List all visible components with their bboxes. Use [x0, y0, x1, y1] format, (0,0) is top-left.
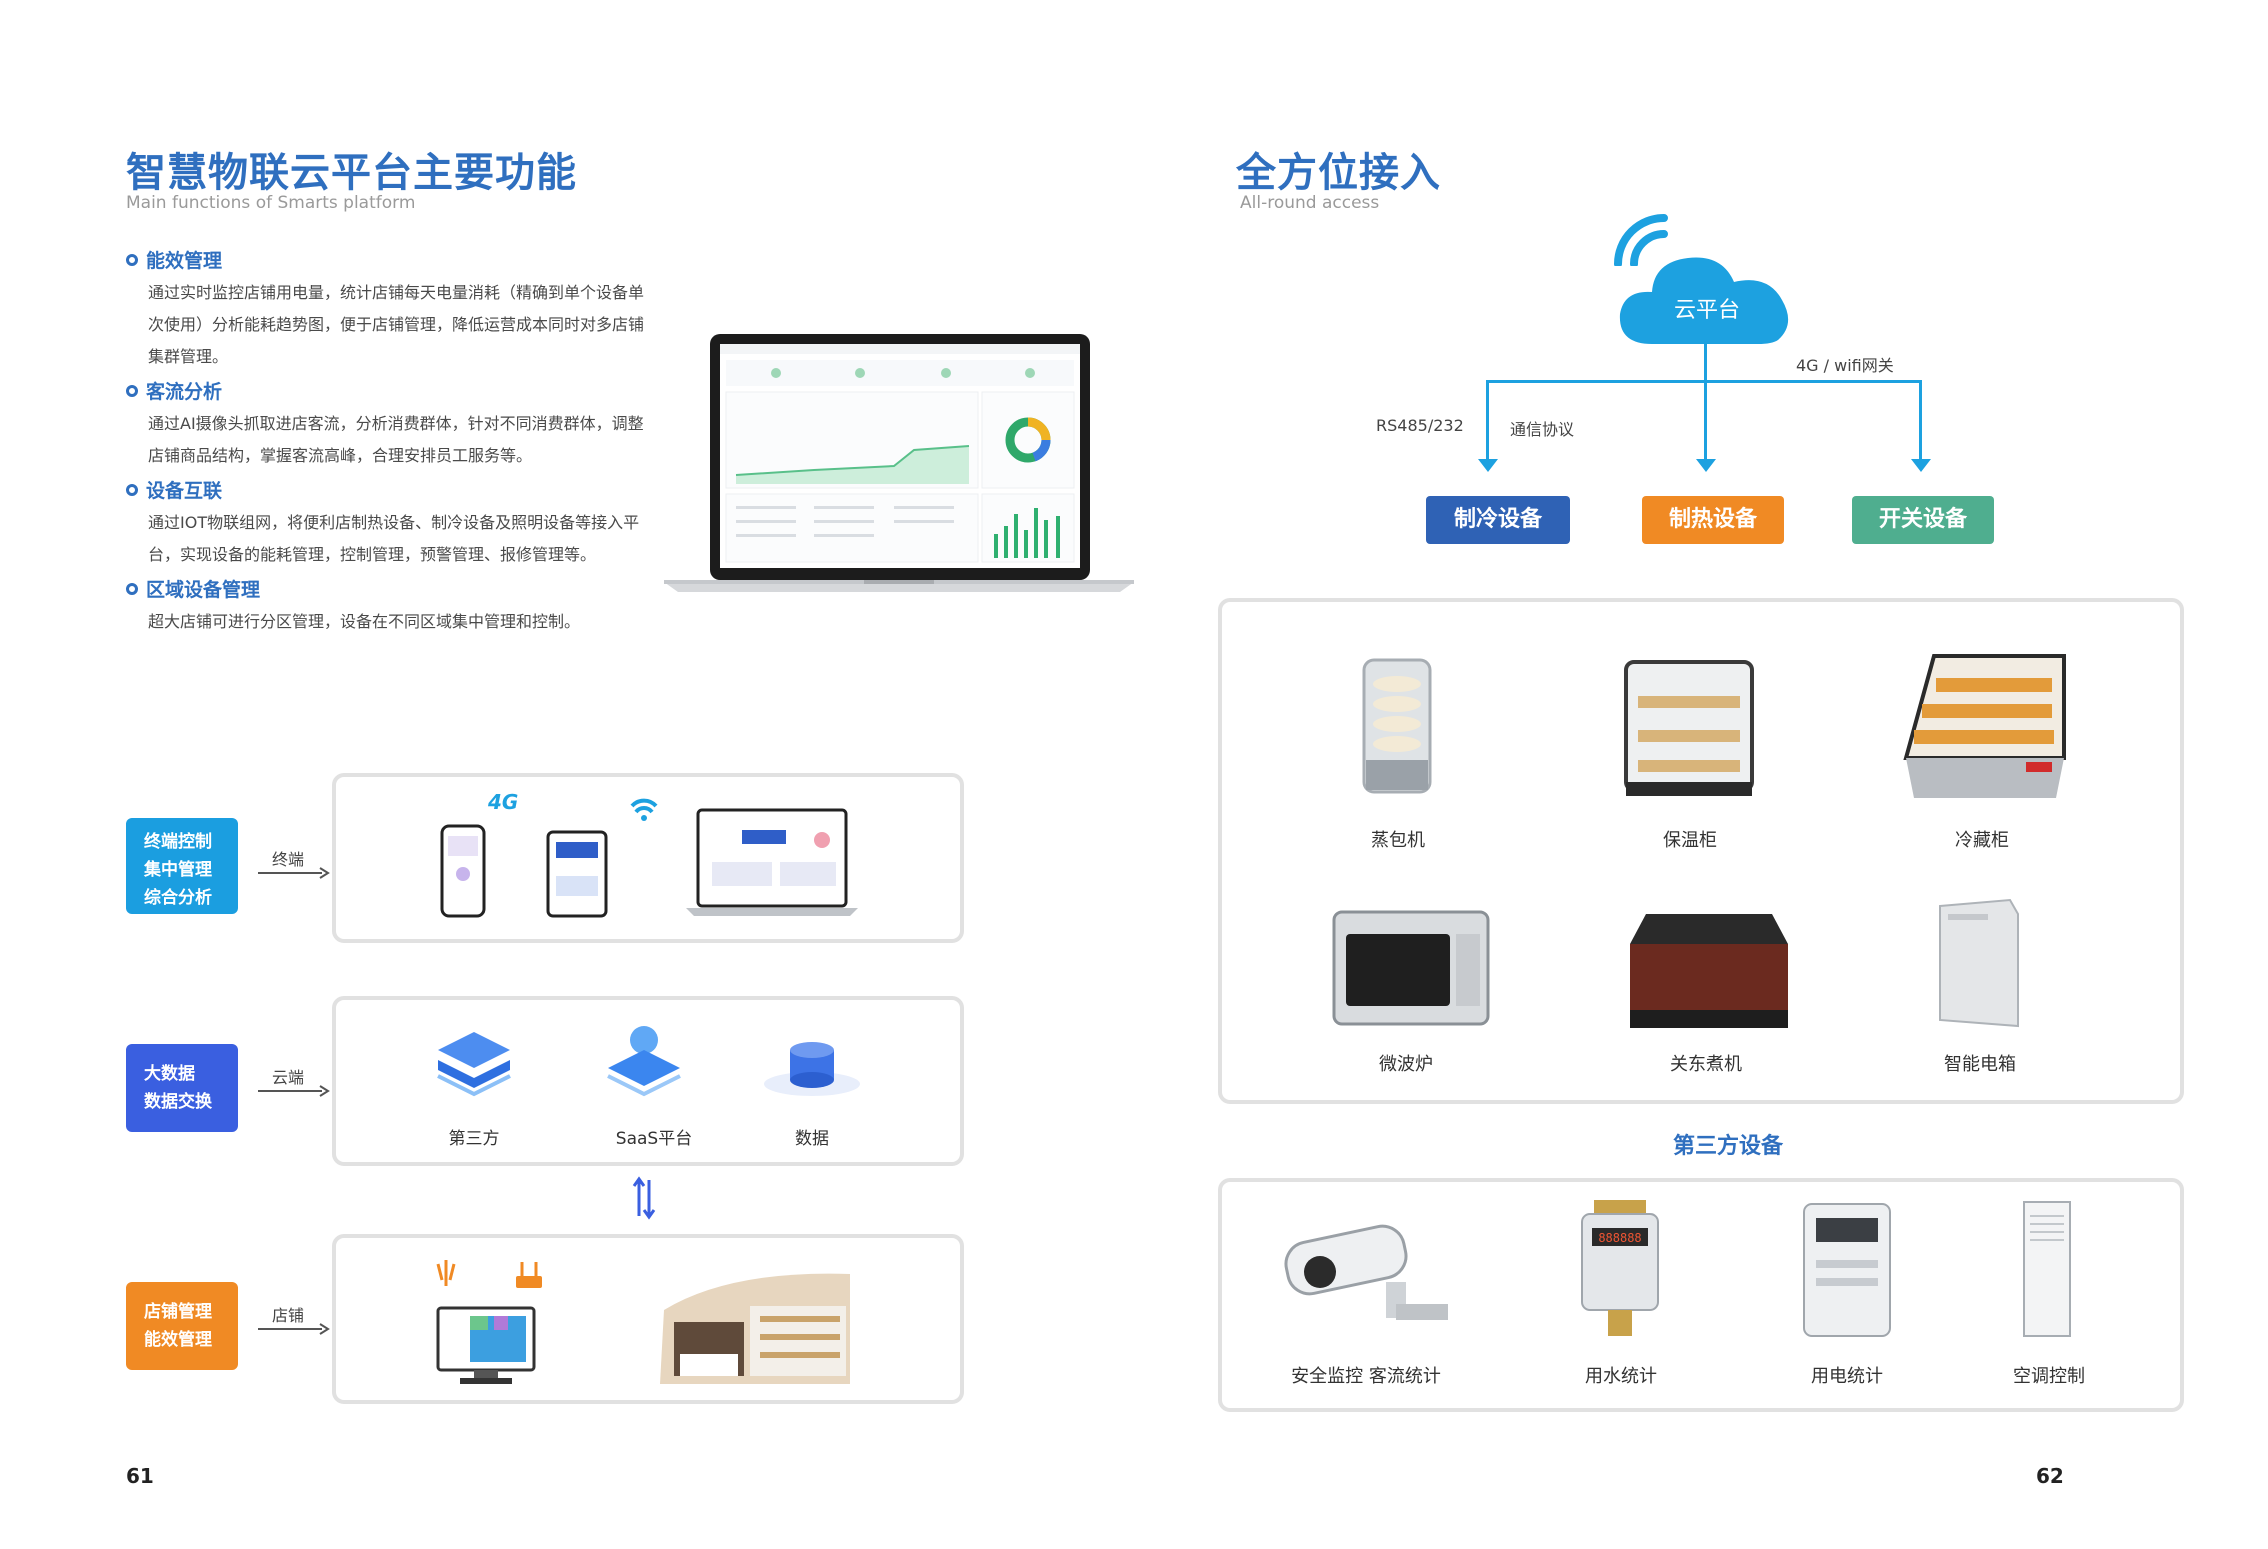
gateway-label: 4G / wifi网关 [1796, 356, 1894, 375]
feature-text: 通过IOT物联组网，将便利店制热设备、制冷设备及照明设备等接入平台，实现设备的能… [148, 513, 640, 564]
device-label: 微波炉 [1379, 1054, 1433, 1075]
cloud-platform-label: 云平台 [1673, 298, 1740, 323]
feature-energy: 能效管理 通过实时监控店铺用电量，统计店铺每天电量消耗（精确到单个设备单次使用）… [126, 246, 648, 373]
page-number-left: 61 [126, 1464, 154, 1488]
warmer-cabinet-image [1624, 660, 1754, 796]
device-label: 保温柜 [1663, 830, 1717, 851]
feature-text: 通过AI摄像头抓取进店客流，分析消费群体，针对不同消费群体，调整店铺商品结构，掌… [148, 414, 644, 465]
bullet-icon [126, 483, 138, 496]
smart-electric-box-image [1939, 898, 2019, 1028]
arrow-label-cloud: 云端 [272, 1068, 305, 1087]
microwave-image [1332, 910, 1490, 1026]
terminal-devices-image [440, 798, 858, 918]
display-fridge-image [1903, 654, 2066, 798]
feature-title: 设备互联 [146, 480, 223, 502]
feature-title: 能效管理 [146, 250, 223, 272]
device-label: 冷藏柜 [1955, 830, 2009, 851]
arrow-down-icon [1478, 459, 1498, 472]
security-camera-image [1284, 1224, 1448, 1320]
arrow-right-icon [258, 1085, 330, 1097]
svg-text:888888: 888888 [1598, 1231, 1641, 1245]
left-page-title: 智慧物联云平台主要功能 [126, 150, 577, 196]
third-party-label: 用电统计 [1811, 1366, 1883, 1387]
arrow-right-icon [258, 867, 330, 879]
arrow-down-icon [1696, 459, 1716, 472]
right-page-title: 全方位接入 [1236, 150, 1441, 196]
bullet-icon [126, 253, 138, 266]
electric-meter-image [1803, 1203, 1891, 1337]
cloud-icon [1619, 257, 1789, 344]
device-label: 蒸包机 [1371, 830, 1425, 851]
cloud-item-label: 数据 [795, 1129, 829, 1149]
connector-line [1486, 380, 1922, 383]
feature-title: 客流分析 [146, 381, 223, 403]
arrow-label-terminal: 终端 [272, 850, 305, 869]
4g-badge: 4G [488, 790, 519, 814]
device-label: 关东煮机 [1670, 1054, 1742, 1075]
device-label: 智能电箱 [1944, 1054, 2016, 1075]
connector-line [1486, 380, 1489, 462]
right-page-subtitle: All-round access [1240, 193, 1380, 213]
feature-traffic: 客流分析 通过AI摄像头抓取进店客流，分析消费群体，针对不同消费群体，调整店铺商… [126, 377, 648, 472]
store-devices-image [436, 1260, 850, 1384]
page-number-right: 62 [2036, 1464, 2064, 1488]
arrow-label-store: 店铺 [272, 1306, 305, 1325]
steamer-image [1362, 658, 1432, 794]
layer-label-cloud: 大数据 数据交换 [126, 1044, 238, 1132]
air-conditioner-image [2023, 1201, 2071, 1337]
protocol-right-label: 通信协议 [1510, 420, 1575, 439]
left-page-subtitle: Main functions of Smarts platform [126, 193, 416, 213]
oden-cooker-image [1630, 914, 1788, 1028]
feature-title: 区域设备管理 [146, 579, 261, 601]
tag-heating: 制热设备 [1642, 496, 1784, 544]
third-party-title: 第三方设备 [1672, 1134, 1783, 1159]
water-meter-image: 888888 [1581, 1200, 1659, 1336]
third-party-icon [437, 1032, 511, 1097]
arrow-right-icon [258, 1323, 330, 1335]
feature-zone: 区域设备管理 超大店铺可进行分区管理，设备在不同区域集中管理和控制。 [126, 575, 648, 638]
cloud-item-label: 第三方 [448, 1129, 500, 1149]
cloud-item-label: SaaS平台 [615, 1129, 693, 1149]
feature-text: 通过实时监控店铺用电量，统计店铺每天电量消耗（精确到单个设备单次使用）分析能耗趋… [148, 283, 645, 366]
tag-switch: 开关设备 [1852, 496, 1994, 544]
bidirectional-arrow-icon [632, 1176, 656, 1220]
protocol-left-label: RS485/232 [1376, 416, 1464, 435]
connector-line [1704, 344, 1707, 462]
layer-label-terminal: 终端控制 集中管理 综合分析 [126, 818, 238, 914]
third-party-label: 空调控制 [2013, 1366, 2085, 1387]
layer-label-store: 店铺管理 能效管理 [126, 1282, 238, 1370]
feature-iot: 设备互联 通过IOT物联组网，将便利店制热设备、制冷设备及照明设备等接入平台，实… [126, 476, 648, 571]
arrow-down-icon [1911, 459, 1931, 472]
feature-list: 能效管理 通过实时监控店铺用电量，统计店铺每天电量消耗（精确到单个设备单次使用）… [126, 246, 648, 638]
laptop-dashboard-image [664, 334, 1134, 592]
bullet-icon [126, 582, 138, 595]
bullet-icon [126, 384, 138, 397]
third-party-label: 用水统计 [1585, 1366, 1657, 1387]
wifi-signal-icon [1614, 214, 1668, 266]
saas-platform-icon [607, 1026, 681, 1097]
connector-line [1919, 380, 1922, 462]
tag-refrigeration: 制冷设备 [1426, 496, 1570, 544]
feature-text: 超大店铺可进行分区管理，设备在不同区域集中管理和控制。 [148, 612, 581, 631]
third-party-label: 安全监控 客流统计 [1291, 1366, 1441, 1387]
data-icon [764, 1042, 860, 1096]
